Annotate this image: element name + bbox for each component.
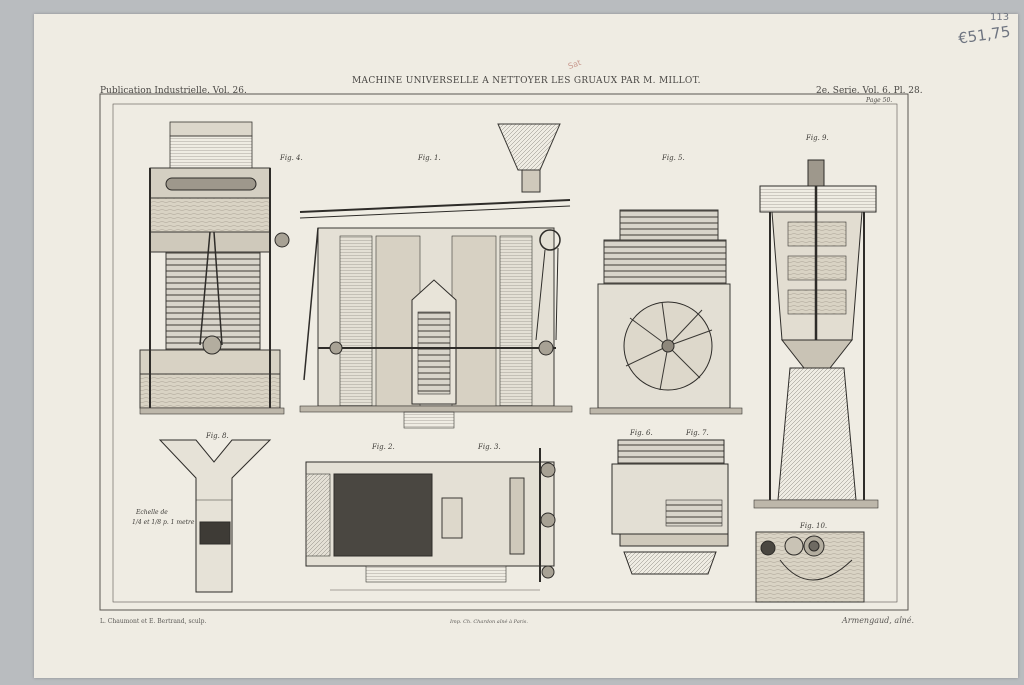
fig10-label: Fig. 10.	[799, 522, 827, 530]
fig3-label: Fig. 3.	[477, 443, 501, 451]
figure-10-drawing	[755, 531, 865, 603]
printer-credit: Imp. Ch. Chardon aîné à Paris.	[450, 619, 528, 625]
engraver-credit: L. Chaumont et E. Bertrand, sculp.	[100, 618, 207, 625]
figure-4-drawing	[139, 121, 290, 415]
plate-title: MACHINE UNIVERSELLE A NETTOYER LES GRUAU…	[352, 76, 701, 86]
figure-5-drawing	[589, 209, 743, 415]
series-label: 2e. Serie. Vol. 6. Pl. 28.	[816, 86, 923, 96]
author-signature: Armengaud, aîné.	[842, 616, 915, 625]
fig8-label: Fig. 8.	[205, 432, 229, 440]
figure-2-3-drawing	[305, 448, 556, 591]
publication-label: Publication Industrielle. Vol. 26.	[100, 86, 247, 96]
fig5-label: Fig. 5.	[661, 154, 685, 162]
page-label: Page 50.	[866, 97, 893, 104]
fig6-label: Fig. 6.	[629, 429, 653, 437]
figure-9-drawing	[753, 159, 879, 509]
figure-8-drawing	[158, 439, 272, 593]
fig2-label: Fig. 2.	[371, 443, 395, 451]
outer-border	[99, 93, 909, 611]
scale-note-line2: 1/4 et 1/8 p. 1 metre	[132, 519, 195, 526]
figure-1-drawing	[299, 123, 573, 429]
fig1-label: Fig. 1.	[417, 154, 441, 162]
inner-border	[112, 103, 898, 603]
scale-note-line1: Echelle de	[135, 509, 168, 516]
fig4-label: Fig. 4.	[279, 154, 303, 162]
fig7-label: Fig. 7.	[685, 429, 709, 437]
pencil-number: 113	[990, 12, 1010, 23]
fig9-label: Fig. 9.	[805, 134, 829, 142]
figure-6-7-drawing	[611, 439, 729, 575]
